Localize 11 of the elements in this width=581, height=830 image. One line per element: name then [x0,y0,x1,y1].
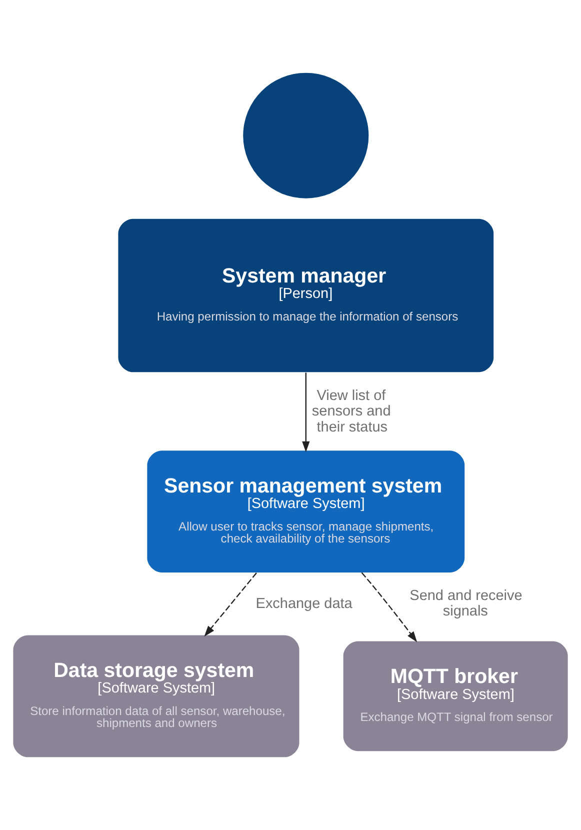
arrow [361,572,418,642]
node-box: Data storage system [Software System] Store information data of all sensor, warehouse, shipments and owners [13,635,300,758]
arrow [204,572,257,637]
node-box: MQTT broker [Software System] Exchange MQTT signal from sensor [343,641,568,752]
edge-label: View list of sensors and their status [312,388,391,436]
edge-label: Exchange data [256,596,352,612]
node-box: System manager [Person] Having permission to manage the information of sensors [118,218,494,372]
edge-label: Send and receive signals [410,588,522,620]
arrow [302,372,310,452]
node-box: Sensor management system [Software System] Allow user to tracks sensor, manage shipments, check availability of the sensors [147,450,465,572]
node-circle [243,72,369,198]
